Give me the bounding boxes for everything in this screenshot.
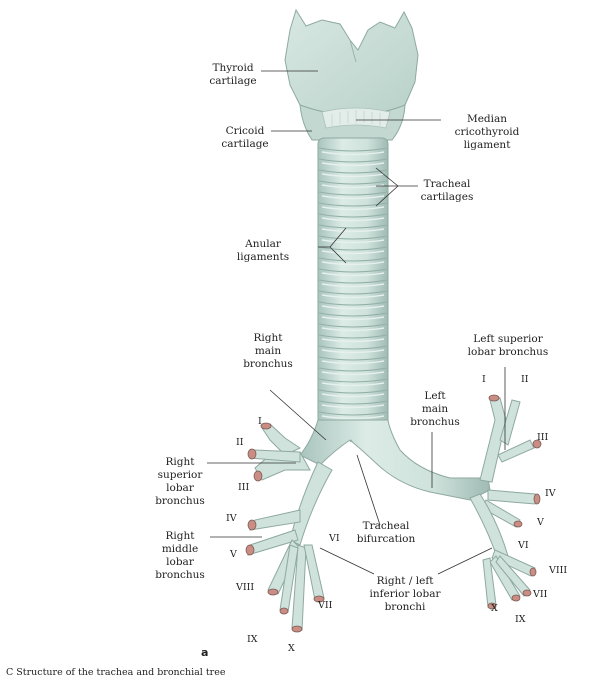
- tracheal-ring: [318, 301, 388, 306]
- tracheal-ring-highlight: [321, 305, 385, 310]
- segment-left-II: II: [521, 374, 529, 385]
- label-tracheal-cartilages: Tracheal cartilages: [420, 178, 474, 203]
- tracheal-ring-highlight: [321, 250, 385, 255]
- label-right-superior-lobar-bronchus: Right superior lobar bronchus: [155, 456, 205, 507]
- label-tracheal-bifurcation: Tracheal bifurcation: [356, 520, 416, 545]
- segment-right-III: III: [238, 482, 250, 493]
- tracheal-ring: [318, 411, 388, 416]
- left-bronchial-tree: [469, 397, 536, 608]
- tracheal-ring: [318, 202, 388, 207]
- segment-right-IX: IX: [247, 634, 258, 645]
- tracheal-ring: [318, 356, 388, 361]
- segment-left-VII: VII: [533, 589, 548, 600]
- tracheal-ring: [318, 235, 388, 240]
- label-right-main-bronchus: Right main bronchus: [243, 332, 293, 370]
- label-median-cricothyroid-ligament: Median cricothyroid ligament: [454, 113, 520, 151]
- figure-letter: a: [201, 646, 209, 659]
- tracheal-ring: [318, 323, 388, 328]
- tracheal-ring-highlight: [321, 349, 385, 354]
- segment-left-I: I: [482, 374, 486, 385]
- tracheal-ring-highlight: [321, 228, 385, 233]
- segment-left-VIII: VIII: [549, 565, 568, 576]
- segment-right-VI: VI: [329, 533, 340, 544]
- tracheal-ring: [318, 378, 388, 383]
- tracheal-ring: [318, 180, 388, 185]
- tracheal-ring: [318, 389, 388, 394]
- tracheal-ring-highlight: [321, 327, 385, 332]
- tracheal-ring-highlight: [321, 371, 385, 376]
- segment-right-II: II: [236, 437, 244, 448]
- segment-right-IV: IV: [226, 513, 237, 524]
- tracheal-ring-highlight: [321, 316, 385, 321]
- cricoid-cartilage: [299, 104, 406, 141]
- label-thyroid-cartilage: Thyroid cartilage: [209, 62, 257, 87]
- tracheal-ring-highlight: [321, 283, 385, 288]
- segment-right-I: I: [258, 416, 262, 427]
- tracheal-ring-highlight: [321, 151, 385, 156]
- tracheal-ring: [318, 345, 388, 350]
- label-inferior-lobar-bronchi: Right / left inferior lobar bronchi: [369, 575, 441, 613]
- tracheal-ring-highlight: [321, 173, 385, 178]
- trachea: [317, 137, 389, 431]
- tracheal-ring: [318, 158, 388, 163]
- right-openings: [245, 422, 325, 633]
- segment-right-VII: VII: [318, 600, 333, 611]
- left-openings: [487, 394, 542, 610]
- thyroid-cartilage: [284, 8, 419, 119]
- tracheal-ring: [318, 312, 388, 317]
- tracheal-ring-highlight: [321, 239, 385, 244]
- tracheal-ring: [318, 224, 388, 229]
- segment-left-III: III: [537, 432, 549, 443]
- tracheal-ring-highlight: [321, 261, 385, 266]
- segment-right-VIII: VIII: [236, 582, 255, 593]
- figure-caption: C Structure of the trachea and bronchial…: [6, 667, 226, 678]
- segment-left-V: V: [537, 517, 544, 528]
- label-left-superior-lobar-bronchus: Left superior lobar bronchus: [467, 333, 549, 358]
- tracheal-ring-highlight: [321, 195, 385, 200]
- label-left-main-bronchus: Left main bronchus: [410, 390, 460, 428]
- tracheal-ring: [318, 169, 388, 174]
- tracheal-ring-highlight: [321, 338, 385, 343]
- segment-left-VI: VI: [518, 540, 529, 551]
- segment-right-V: V: [230, 549, 237, 560]
- tracheal-ring: [318, 400, 388, 405]
- segment-left-IV: IV: [545, 488, 556, 499]
- tracheal-ring: [318, 213, 388, 218]
- tracheal-ring-highlight: [321, 393, 385, 398]
- label-anular-ligaments: Anular ligaments: [236, 238, 290, 263]
- tracheal-ring-highlight: [321, 360, 385, 365]
- tracheal-ring: [318, 367, 388, 372]
- tracheal-ring: [318, 147, 388, 152]
- segment-left-X: X: [491, 603, 498, 614]
- tracheal-ring-highlight: [321, 294, 385, 299]
- tracheal-ring-highlight: [321, 217, 385, 222]
- tracheal-ring-highlight: [321, 162, 385, 167]
- tracheal-ring: [318, 191, 388, 196]
- tracheal-ring-highlight: [321, 382, 385, 387]
- tracheal-ring-highlight: [321, 272, 385, 277]
- tracheal-ring: [318, 334, 388, 339]
- leader-lines: [207, 70, 506, 575]
- tracheal-ring: [318, 279, 388, 284]
- tracheal-ring-highlight: [321, 206, 385, 211]
- label-cricoid-cartilage: Cricoid cartilage: [221, 125, 269, 150]
- main-bronchi: [299, 419, 491, 501]
- tracheal-ring: [318, 246, 388, 251]
- label-right-middle-lobar-bronchus: Right middle lobar bronchus: [155, 530, 205, 581]
- segment-left-IX: IX: [515, 614, 526, 625]
- tracheal-ring: [318, 257, 388, 262]
- tracheal-ring: [318, 268, 388, 273]
- tracheal-ring-highlight: [321, 415, 385, 420]
- segment-right-X: X: [288, 643, 295, 654]
- tracheal-ring-highlight: [321, 404, 385, 409]
- tracheal-ring: [318, 290, 388, 295]
